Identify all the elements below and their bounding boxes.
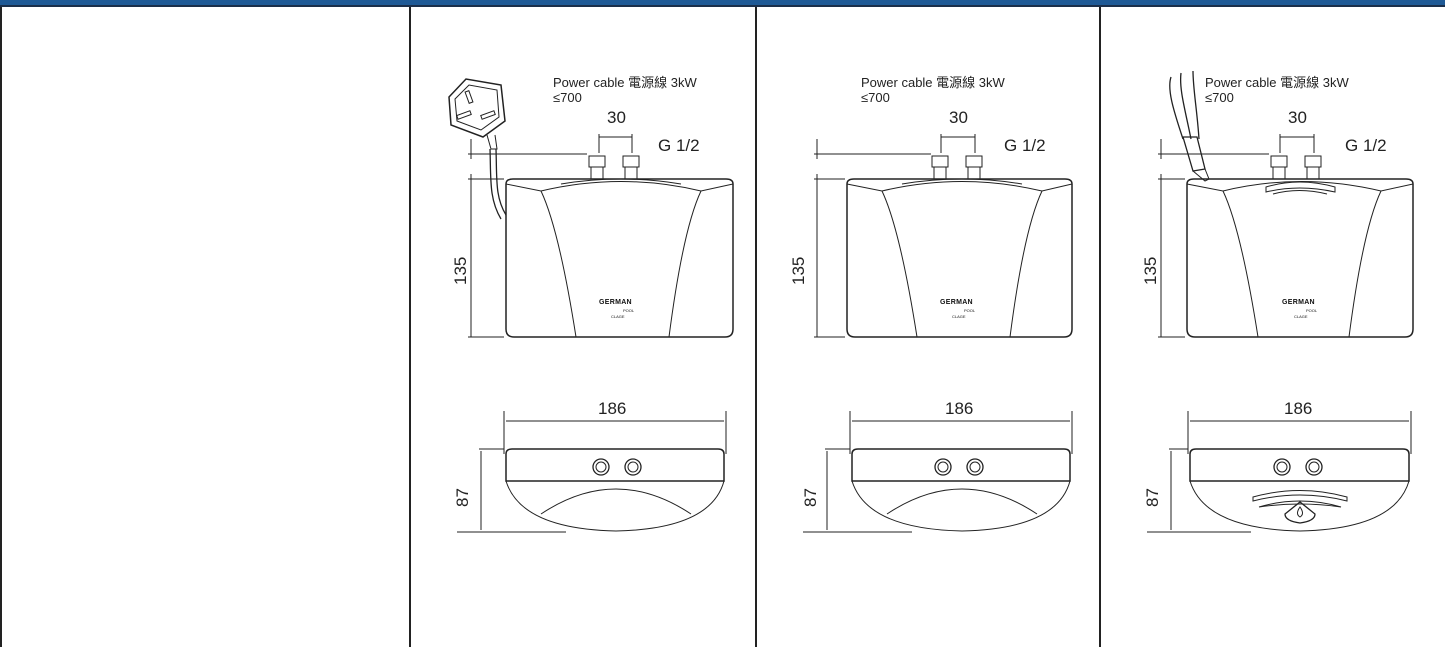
heater-technical-drawing	[1147, 70, 1414, 533]
bare-wires-icon	[1169, 70, 1210, 182]
thread-label: G 1/2	[658, 136, 700, 155]
cable-length-label: ≤700	[1205, 90, 1234, 105]
inlet-spacing-label: 30	[607, 108, 626, 127]
brand-sub-logo: POOL	[623, 308, 635, 313]
cable-length-label: ≤700	[553, 90, 582, 105]
column-divider	[755, 7, 757, 647]
drawing-column-no-plug: Power cable 電源線 3kW ≤700 30 G 1/2 135 18…	[757, 9, 1099, 647]
power-cable-label: Power cable 電源線 3kW	[553, 75, 697, 90]
depth-label: 87	[801, 488, 820, 507]
height-label: 135	[789, 256, 808, 285]
inlet-spacing-label: 30	[1288, 108, 1307, 127]
control-panel-icon	[1252, 490, 1348, 524]
height-label: 135	[451, 256, 470, 285]
brand-logo: GERMAN	[940, 299, 973, 306]
brand-sub2-logo: CLAGE	[611, 314, 625, 319]
drawing-column-wire: Power cable 電源線 3kW ≤700 30 G 1/2 135 18…	[1101, 9, 1445, 647]
inlet-spacing-label: 30	[949, 108, 968, 127]
heater-technical-drawing	[803, 134, 1073, 533]
brand-sub-logo: POOL	[964, 308, 976, 313]
drawing-column-plug: Power cable 電源線 3kW ≤700 30 G 1/2 135 18…	[411, 9, 755, 647]
brand-sub2-logo: CLAGE	[952, 314, 966, 319]
column-divider	[1099, 7, 1101, 647]
brand-sub-logo: POOL	[1306, 308, 1318, 313]
width-label: 186	[598, 399, 627, 418]
width-label: 186	[1284, 399, 1313, 418]
empty-label-column	[2, 9, 409, 647]
brand-sub2-logo: CLAGE	[1294, 314, 1308, 319]
thread-label: G 1/2	[1345, 136, 1387, 155]
width-label: 186	[945, 399, 974, 418]
cable-length-label: ≤700	[861, 90, 890, 105]
depth-label: 87	[453, 488, 472, 507]
height-label: 135	[1141, 256, 1160, 285]
uk-plug-icon	[448, 78, 507, 220]
power-cable-label: Power cable 電源線 3kW	[861, 75, 1005, 90]
column-divider	[409, 7, 411, 647]
depth-label: 87	[1143, 488, 1162, 507]
heater-technical-drawing	[448, 78, 734, 533]
brand-logo: GERMAN	[1282, 299, 1315, 306]
power-cable-label: Power cable 電源線 3kW	[1205, 75, 1349, 90]
thread-label: G 1/2	[1004, 136, 1046, 155]
brand-logo: GERMAN	[599, 299, 632, 306]
table-border-left	[0, 7, 2, 647]
header-bar	[0, 0, 1445, 7]
